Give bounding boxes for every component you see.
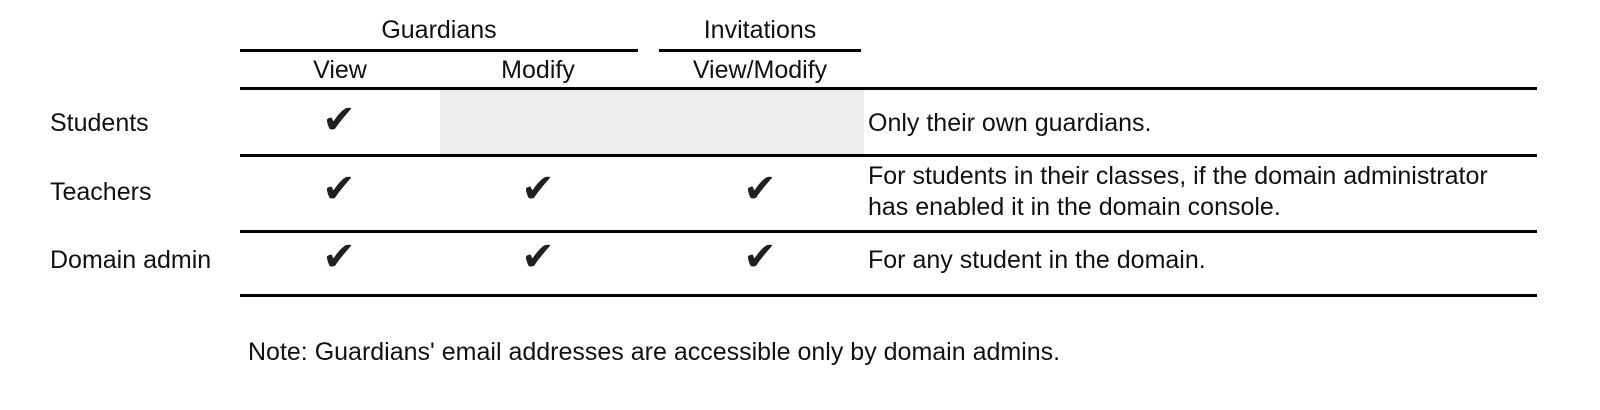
rule-group-guardians bbox=[240, 49, 638, 52]
checkmark-icon-teachers-invitations-view-modify: ✔ bbox=[743, 166, 777, 212]
row-label-domain-admin: Domain admin bbox=[50, 246, 212, 274]
rule-row-students bbox=[240, 154, 1537, 157]
checkmark-icon-domain-admin-guardians-view: ✔ bbox=[322, 234, 356, 280]
rule-group-invitations bbox=[659, 49, 861, 52]
column-header-guardians-view: View bbox=[313, 56, 367, 84]
column-group-guardians: Guardians bbox=[381, 16, 497, 44]
description-domain-admin: For any student in the domain. bbox=[868, 246, 1206, 274]
table-footnote: Note: Guardians' email addresses are acc… bbox=[248, 338, 1061, 366]
cell-students-modify-disabled bbox=[440, 90, 864, 155]
rule-header-bottom bbox=[240, 87, 1537, 90]
checkmark-icon-teachers-guardians-modify: ✔ bbox=[521, 166, 555, 212]
description-students: Only their own guardians. bbox=[868, 109, 1152, 137]
column-header-guardians-modify: Modify bbox=[501, 56, 575, 84]
column-group-invitations: Invitations bbox=[703, 16, 817, 44]
rule-row-domain-admin bbox=[240, 294, 1537, 297]
column-header-invitations-view-modify: View/Modify bbox=[692, 56, 828, 84]
rule-row-teachers bbox=[240, 230, 1537, 233]
checkmark-icon-domain-admin-guardians-modify: ✔ bbox=[521, 234, 555, 280]
checkmark-icon-students-guardians-view: ✔ bbox=[322, 97, 356, 143]
description-teachers: For students in their classes, if the do… bbox=[868, 162, 1488, 221]
checkmark-icon-domain-admin-invitations-view-modify: ✔ bbox=[743, 234, 777, 280]
checkmark-icon-teachers-guardians-view: ✔ bbox=[322, 166, 356, 212]
row-label-students: Students bbox=[50, 109, 149, 137]
row-label-teachers: Teachers bbox=[50, 178, 152, 206]
